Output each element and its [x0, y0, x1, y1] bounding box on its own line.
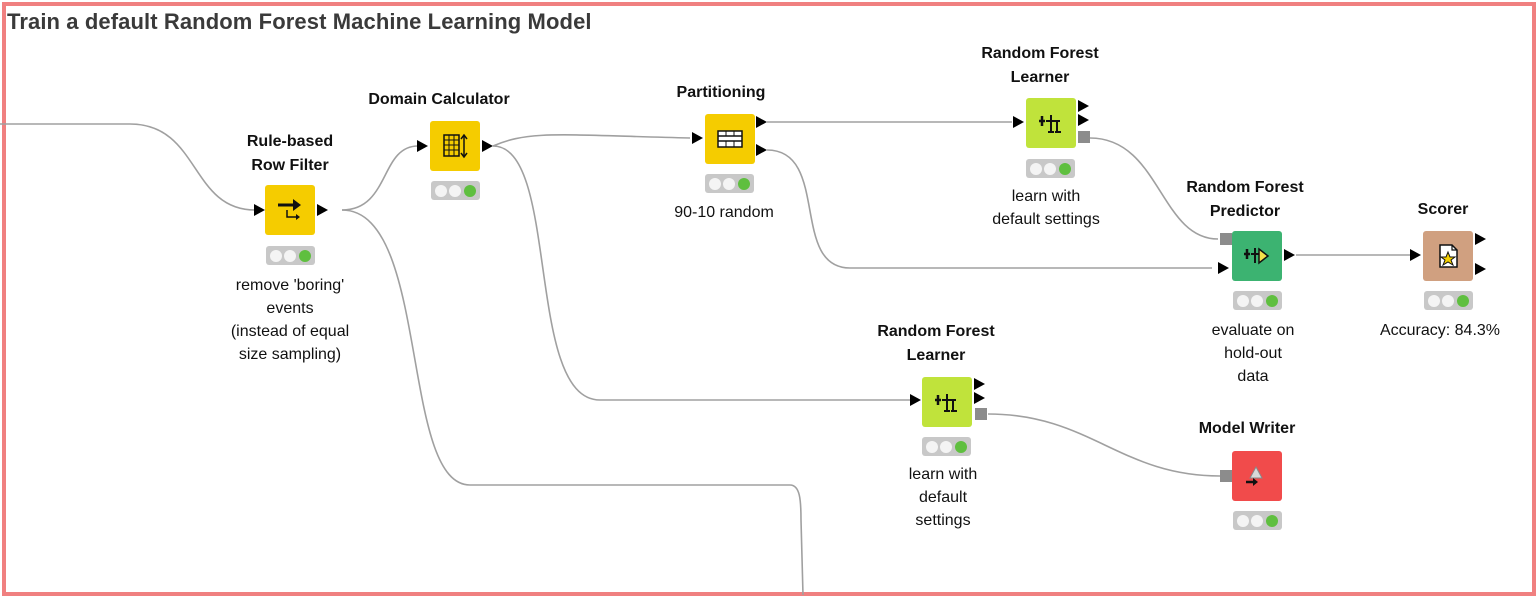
- wire-partition-to-predictor: [766, 149, 1212, 269]
- output-port-1[interactable]: [1078, 100, 1089, 112]
- output-port-1[interactable]: [1475, 233, 1486, 245]
- output-port[interactable]: [1284, 249, 1295, 261]
- status-traffic-light: [1026, 159, 1075, 178]
- model-output-port[interactable]: [1078, 131, 1090, 143]
- wire-learner-bottom-to-writer: [987, 413, 1221, 477]
- node-title: Partitioning: [676, 84, 766, 101]
- node-annotation: learn with default settings: [992, 188, 1100, 228]
- node-annotation: 90-10 random: [674, 204, 774, 221]
- wire-filter-to-domain: [341, 145, 419, 211]
- input-port[interactable]: [1410, 249, 1421, 261]
- wire-filter-down: [341, 209, 804, 595]
- input-port[interactable]: [910, 394, 921, 406]
- node-title: Random Forest Learner: [877, 323, 995, 364]
- output-port[interactable]: [317, 204, 328, 216]
- wire-domain-to-partitioning: [492, 134, 691, 147]
- wire-domain-to-learner-bottom: [492, 145, 910, 401]
- partitioning-icon[interactable]: [705, 114, 755, 164]
- node-annotation: evaluate on hold-out data: [1211, 322, 1295, 385]
- status-traffic-light: [1233, 511, 1282, 530]
- node-annotation: learn with default settings: [908, 466, 978, 529]
- accuracy-annotation: Accuracy: 84.3%: [1379, 322, 1501, 339]
- wire-incoming: [0, 123, 256, 211]
- status-traffic-light: [1233, 291, 1282, 310]
- input-port[interactable]: [417, 140, 428, 152]
- node-title: Domain Calculator: [368, 91, 510, 108]
- wire-learner-top-to-predictor: [1089, 137, 1219, 240]
- predictor-icon[interactable]: [1232, 231, 1282, 281]
- status-traffic-light: [431, 181, 480, 200]
- input-port[interactable]: [692, 132, 703, 144]
- node-title: Scorer: [1417, 201, 1469, 218]
- data-input-port[interactable]: [1218, 262, 1229, 274]
- node-annotation: remove 'boring' events (instead of equal…: [230, 277, 350, 363]
- status-traffic-light: [922, 437, 971, 456]
- output-port-2[interactable]: [1475, 263, 1486, 275]
- model-output-port[interactable]: [975, 408, 987, 420]
- node-title: Random Forest Learner: [981, 45, 1099, 86]
- output-port-top[interactable]: [756, 116, 767, 128]
- status-traffic-light: [1424, 291, 1473, 310]
- workflow-title: Train a default Random Forest Machine Le…: [7, 9, 592, 34]
- tree-ensemble-icon[interactable]: [1026, 98, 1076, 148]
- model-writer-icon[interactable]: [1232, 451, 1282, 501]
- node-title: Random Forest Predictor: [1186, 179, 1304, 220]
- output-port-1[interactable]: [974, 378, 985, 390]
- status-traffic-light: [705, 174, 754, 193]
- row-filter-icon[interactable]: [265, 185, 315, 235]
- output-port-bottom[interactable]: [756, 144, 767, 156]
- input-port[interactable]: [1013, 116, 1024, 128]
- node-title: Rule-based Row Filter: [246, 133, 334, 174]
- domain-calculator-icon[interactable]: [430, 121, 480, 171]
- scorer-icon[interactable]: [1423, 231, 1473, 281]
- output-port[interactable]: [482, 140, 493, 152]
- node-title: Model Writer: [1198, 420, 1296, 437]
- input-port[interactable]: [254, 204, 265, 216]
- status-traffic-light: [266, 246, 315, 265]
- output-port-2[interactable]: [1078, 114, 1089, 126]
- tree-ensemble-icon[interactable]: [922, 377, 972, 427]
- model-input-port[interactable]: [1220, 470, 1232, 482]
- output-port-2[interactable]: [974, 392, 985, 404]
- model-input-port[interactable]: [1220, 233, 1232, 245]
